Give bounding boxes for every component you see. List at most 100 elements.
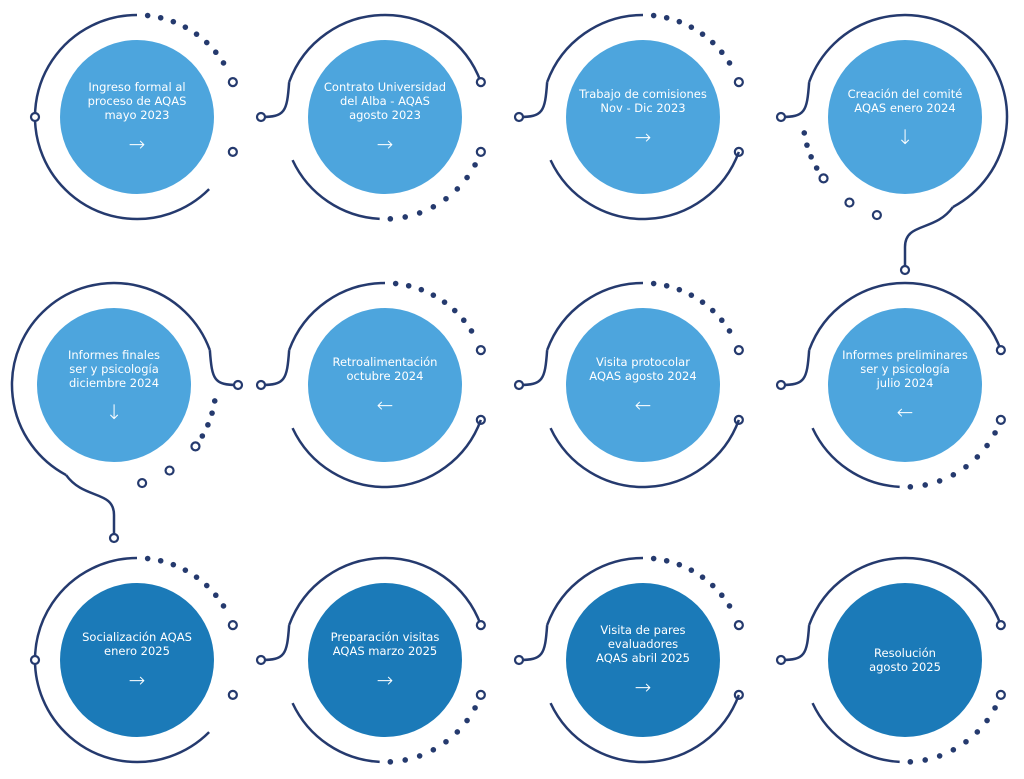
- dot: [144, 12, 151, 19]
- dot: [688, 292, 695, 298]
- step-label: Informes preliminares ser y psicología j…: [842, 348, 968, 390]
- vertical-connector: [65, 474, 116, 536]
- node-connector-circle: [871, 209, 882, 221]
- dot: [922, 757, 929, 763]
- ring-arc: [549, 694, 741, 764]
- dot: [676, 286, 683, 293]
- dot: [936, 478, 943, 484]
- node-connector-circle: [513, 111, 525, 123]
- ring-arc: [10, 281, 212, 477]
- dot: [984, 442, 990, 449]
- timeline-step: Ingreso formal al proceso de AQAS mayo 2…: [60, 40, 214, 194]
- dot: [963, 738, 969, 745]
- ring-arc: [291, 159, 380, 221]
- dot: [992, 430, 998, 436]
- dot: [726, 328, 733, 334]
- step-decoration: [513, 12, 744, 221]
- node-connector-circle: [844, 197, 855, 208]
- step-decoration: [775, 13, 1009, 276]
- node-connector-circle: [995, 414, 1006, 425]
- dot: [203, 582, 210, 589]
- dot: [936, 753, 943, 759]
- node-connector-circle: [255, 654, 267, 666]
- dot: [157, 557, 164, 564]
- node-connector-circle: [995, 345, 1006, 356]
- ring-arc: [33, 556, 211, 764]
- node-connector-circle: [995, 620, 1006, 631]
- dot: [801, 130, 808, 136]
- dot: [416, 753, 423, 759]
- ring-arc: [811, 702, 900, 764]
- dot: [203, 39, 210, 46]
- dot: [451, 307, 458, 314]
- ring-arc: [807, 13, 1009, 209]
- timeline-step: Creación del comité AQAS enero 2024↓: [828, 40, 982, 194]
- dot: [157, 14, 164, 21]
- node-connector-circle: [190, 441, 201, 452]
- dot: [209, 410, 215, 416]
- ring-arc: [549, 419, 741, 489]
- dot: [170, 561, 177, 568]
- dot: [212, 592, 219, 599]
- step-decoration: [513, 280, 744, 489]
- step-label: Informes finales ser y psicología diciem…: [67, 348, 161, 390]
- ring-arc: [287, 556, 483, 626]
- dot: [472, 162, 478, 168]
- dot: [974, 454, 981, 460]
- step-label: Visita de pares evaluadores AQAS abril 2…: [596, 623, 690, 665]
- arrow-down-icon: ↓: [896, 125, 914, 149]
- node-connector-circle: [255, 379, 267, 391]
- dot: [144, 555, 151, 562]
- dot: [405, 282, 412, 289]
- timeline-step: Visita de pares evaluadores AQAS abril 2…: [566, 583, 720, 737]
- dot: [950, 472, 957, 478]
- dot: [808, 154, 814, 160]
- ring-arc: [291, 419, 483, 489]
- step-label: Contrato Universidad del Alba - AQAS ago…: [323, 80, 447, 122]
- timeline-step: Socialización AQAS enero 2025→: [60, 583, 214, 737]
- dot: [813, 165, 820, 171]
- node-connector-circle: [995, 689, 1006, 700]
- ring-arc: [549, 151, 741, 221]
- dot: [650, 555, 657, 562]
- dot: [170, 18, 177, 25]
- node-connector-circle: [29, 111, 41, 123]
- arrow-left-icon: ←: [376, 393, 394, 417]
- node-connector-circle: [513, 654, 525, 666]
- arrow-left-icon: ←: [634, 393, 652, 417]
- s-connector: [260, 625, 291, 662]
- step-label: Socialización AQAS enero 2025: [82, 630, 192, 658]
- step-decoration: [255, 556, 486, 765]
- dot: [699, 31, 706, 37]
- node-connector-circle: [227, 77, 238, 88]
- dot: [199, 433, 206, 439]
- dot: [460, 317, 467, 324]
- node-connector-circle: [108, 532, 120, 544]
- dot: [726, 60, 733, 66]
- s-connector: [208, 350, 239, 387]
- dot: [650, 12, 657, 19]
- ring-arc: [287, 13, 483, 83]
- ring-arc: [287, 281, 386, 351]
- arrow-right-icon: →: [376, 668, 394, 692]
- s-connector: [518, 350, 549, 387]
- dot: [992, 705, 998, 711]
- dot: [212, 49, 219, 56]
- step-decoration: [775, 281, 1006, 490]
- node-connector-circle: [899, 264, 911, 276]
- node-connector-circle: [818, 173, 829, 184]
- dot: [663, 282, 670, 289]
- node-connector-circle: [775, 111, 787, 123]
- node-connector-circle: [733, 77, 744, 88]
- dot: [676, 18, 683, 25]
- dot: [984, 717, 990, 724]
- node-connector-circle: [227, 620, 238, 631]
- node-connector-circle: [475, 689, 486, 700]
- dot: [443, 195, 449, 202]
- node-connector-circle: [29, 654, 41, 666]
- step-decoration: [513, 555, 744, 764]
- dot: [804, 142, 810, 148]
- step-decoration: [29, 555, 238, 764]
- node-connector-circle: [227, 689, 238, 700]
- arrow-right-icon: →: [128, 132, 146, 156]
